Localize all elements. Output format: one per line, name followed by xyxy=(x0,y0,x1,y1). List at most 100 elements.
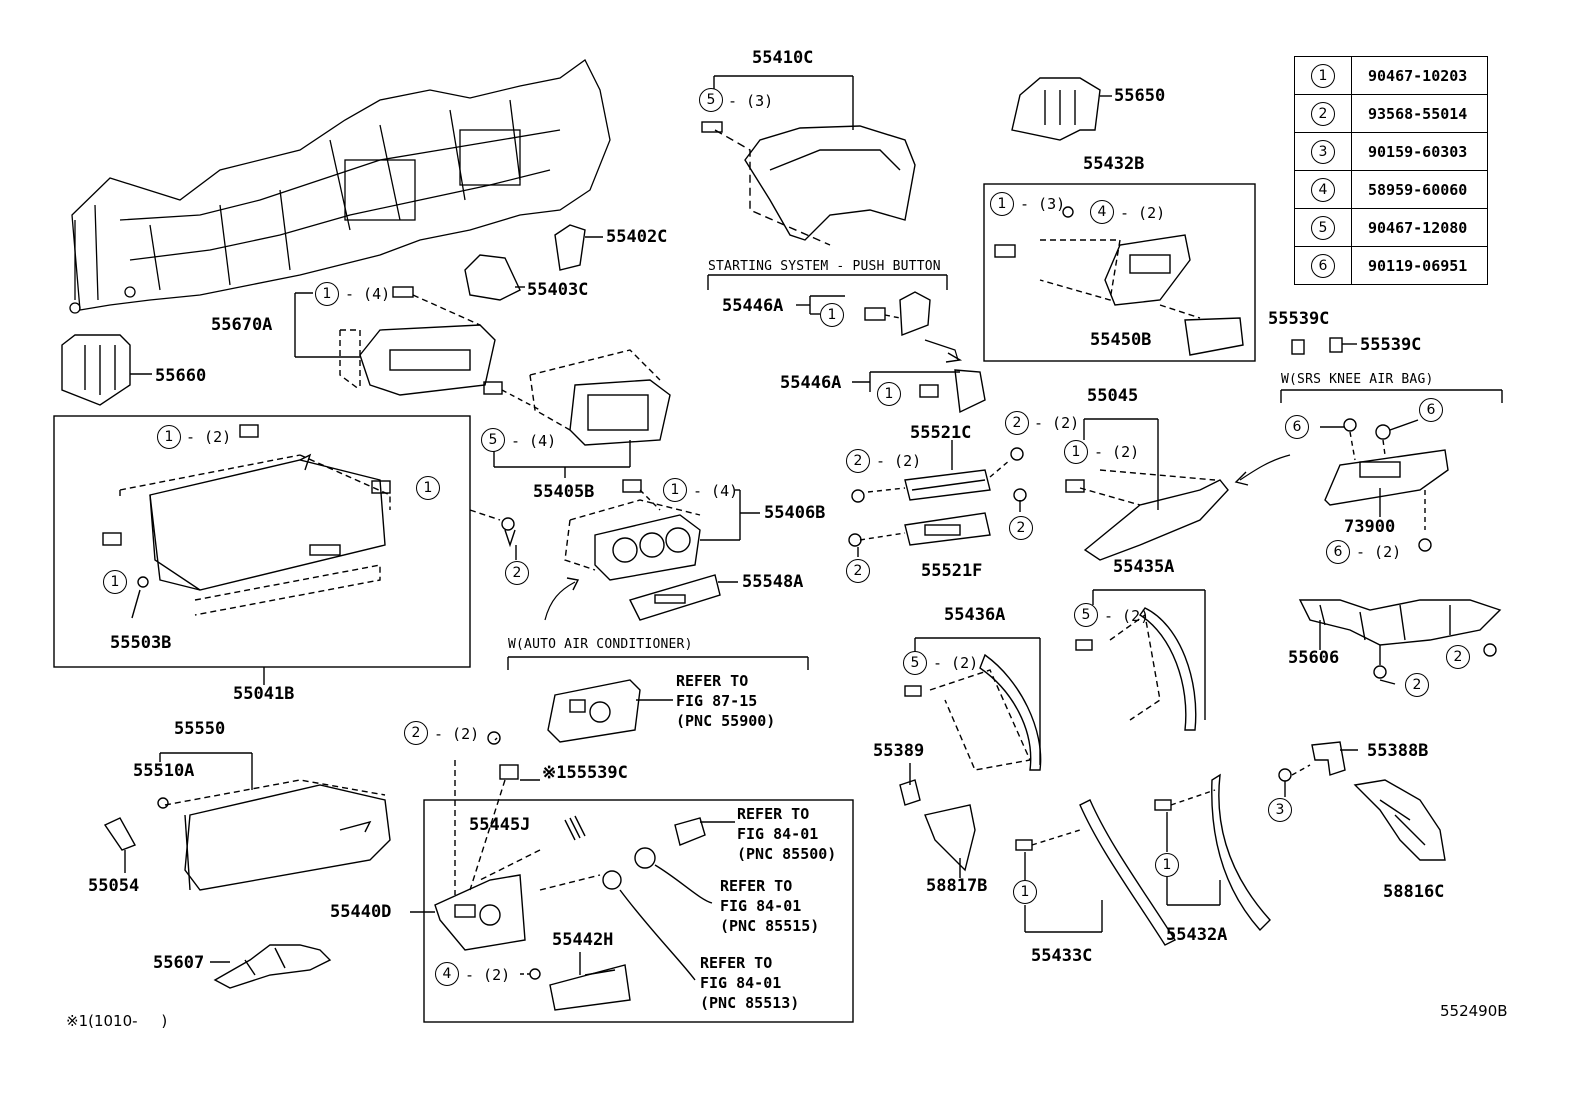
part-label-55539C[interactable]: 55539C xyxy=(1360,335,1422,355)
legend-key-5: 5 xyxy=(1311,215,1335,240)
bracket-55440D-drawing xyxy=(410,731,735,1011)
part-label-55432B[interactable]: 55432B xyxy=(1083,154,1145,174)
garnish-55433C-drawing xyxy=(1015,799,1177,946)
legend-part-number: 58959-60060 xyxy=(1351,170,1488,209)
part-label-55403C[interactable]: 55403C xyxy=(527,280,589,300)
dashboard-frame-drawing xyxy=(69,59,611,314)
glove-panel-55041B-drawing xyxy=(102,424,517,616)
part-label-55041B[interactable]: 55041B xyxy=(233,684,295,704)
part-label-55045[interactable]: 55045 xyxy=(1087,386,1139,406)
panel-55450B-drawing xyxy=(994,206,1244,356)
fastener-callout-circle: 5 xyxy=(903,651,927,675)
footnote: ※1(1010- ) xyxy=(66,1012,168,1030)
part-label-55433C[interactable]: 55433C xyxy=(1031,946,1093,966)
part-label-55521F[interactable]: 55521F xyxy=(921,561,983,581)
part-55402C-drawing xyxy=(554,224,586,271)
part-label-55539C[interactable]: ※155539C xyxy=(542,763,628,783)
legend-key-3: 3 xyxy=(1311,139,1335,164)
fastener-callout-circle: 1 xyxy=(315,282,339,306)
part-label-55446A[interactable]: 55446A xyxy=(780,373,842,393)
part-label-55670A[interactable]: 55670A xyxy=(211,315,273,335)
part-label-55432A[interactable]: 55432A xyxy=(1166,925,1228,945)
fastener-callout-qty: - (2) xyxy=(1034,414,1080,432)
glove-box-55550-drawing xyxy=(157,752,391,891)
bezel-55405B-drawing xyxy=(483,349,671,478)
part-label-58817B[interactable]: 58817B xyxy=(926,876,988,896)
ac-panel-55406B-drawing xyxy=(544,479,760,621)
vent-55650-drawing xyxy=(1011,77,1112,141)
part-label-55405B[interactable]: 55405B xyxy=(533,482,595,502)
refer-to-pnc-85500[interactable]: REFER TO FIG 84-01 (PNC 85500) xyxy=(737,805,837,863)
fastener-callout-circle: 1 xyxy=(416,476,440,500)
part-label-55445J[interactable]: 55445J xyxy=(469,815,531,835)
part-label-73900[interactable]: 73900 xyxy=(1344,517,1396,537)
latch-55054-drawing xyxy=(103,817,137,873)
fastener-callout-circle: 1 xyxy=(663,478,687,502)
part-label-55606[interactable]: 55606 xyxy=(1288,648,1340,668)
part-label-55660[interactable]: 55660 xyxy=(155,366,207,386)
part-label-55539C[interactable]: 55539C xyxy=(1268,309,1330,329)
meter-hood-drawing xyxy=(701,75,916,246)
part-label-55406B[interactable]: 55406B xyxy=(764,503,826,523)
fastener-callout-circle: 1 xyxy=(877,382,901,406)
fastener-callout-qty: - (4) xyxy=(511,432,557,450)
fastener-callout-circle: 1 xyxy=(820,303,844,327)
fastener-callout-circle: 3 xyxy=(1268,798,1292,822)
part-label-55607[interactable]: 55607 xyxy=(153,953,205,973)
part-label-55650[interactable]: 55650 xyxy=(1114,86,1166,106)
fastener-callout-circle: 1 xyxy=(1155,853,1179,877)
fastener-callout-qty: - (2) xyxy=(1104,607,1150,625)
part-label-55435A[interactable]: 55435A xyxy=(1113,557,1175,577)
part-label-55442H[interactable]: 55442H xyxy=(552,930,614,950)
fastener-callout-qty: - (2) xyxy=(465,966,511,984)
refer-to-pnc-85513[interactable]: REFER TO FIG 84-01 (PNC 85513) xyxy=(700,954,800,1012)
part-label-55054[interactable]: 55054 xyxy=(88,876,140,896)
part-label-55550[interactable]: 55550 xyxy=(174,719,226,739)
switch-55521C-drawing xyxy=(848,440,1027,557)
part-label-55548A[interactable]: 55548A xyxy=(742,572,804,592)
part-55403C-drawing xyxy=(464,254,521,301)
part-label-55446A[interactable]: 55446A xyxy=(722,296,784,316)
cover-58816C-drawing xyxy=(1353,779,1446,861)
legend-key-6: 6 xyxy=(1311,253,1335,278)
fastener-callout-qty: - (2) xyxy=(876,452,922,470)
garnish-55435A-drawing xyxy=(1075,589,1206,731)
part-label-55388B[interactable]: 55388B xyxy=(1367,741,1429,761)
part-label-55503B[interactable]: 55503B xyxy=(110,633,172,653)
note-auto-air-conditioner: W(AUTO AIR CONDITIONER) xyxy=(508,637,693,652)
refer-to-pnc-55900[interactable]: REFER TO FIG 87-15 (PNC 55900) xyxy=(676,672,776,730)
part-label-55389[interactable]: 55389 xyxy=(873,741,925,761)
part-label-58816C[interactable]: 58816C xyxy=(1383,882,1445,902)
fastener-callout-circle: 1 xyxy=(1064,440,1088,464)
part-label-55402C[interactable]: 55402C xyxy=(606,227,668,247)
fastener-callout-circle: 2 xyxy=(404,721,428,745)
part-label-55436A[interactable]: 55436A xyxy=(944,605,1006,625)
fastener-callout-qty: - (3) xyxy=(728,92,774,110)
part-label-55521C[interactable]: 55521C xyxy=(910,423,972,443)
part-label-55410C[interactable]: 55410C xyxy=(752,48,814,68)
fastener-callout-circle: 2 xyxy=(1405,673,1429,697)
fastener-callout-circle: 6 xyxy=(1326,540,1350,564)
legend-key-2: 2 xyxy=(1311,101,1335,126)
part-label-55510A[interactable]: 55510A xyxy=(133,761,195,781)
fastener-callout-circle: 6 xyxy=(1419,398,1443,422)
panel-55045-drawing xyxy=(1065,418,1291,561)
panel-55670A-drawing xyxy=(294,286,496,396)
box-55440D xyxy=(423,799,854,1023)
switch-55446A-upper-drawing xyxy=(796,291,963,363)
refer-to-pnc-85515[interactable]: REFER TO FIG 84-01 (PNC 85515) xyxy=(720,877,820,935)
part-label-55440D[interactable]: 55440D xyxy=(330,902,392,922)
legend-part-number: 93568-55014 xyxy=(1351,94,1488,133)
legend-part-number: 90119-06951 xyxy=(1351,246,1488,285)
fastener-callout-circle: 1 xyxy=(103,570,127,594)
fastener-callout-circle: 4 xyxy=(435,962,459,986)
part-label-55450B[interactable]: 55450B xyxy=(1090,330,1152,350)
box-55041B xyxy=(53,415,471,668)
legend-key-4: 4 xyxy=(1311,177,1335,202)
bracket-55607-drawing xyxy=(210,944,332,989)
garnish-55432A-drawing xyxy=(1154,773,1271,932)
legend-key-1: 1 xyxy=(1311,63,1335,88)
